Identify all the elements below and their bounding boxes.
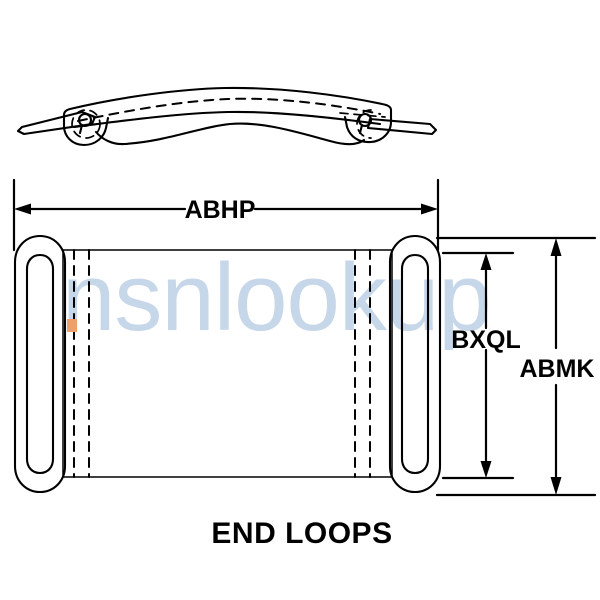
left-hidden-eyelet-circle	[71, 109, 101, 139]
profile-dashed-seam	[77, 97, 381, 122]
right-boss-dashed-detail	[339, 112, 386, 118]
left-strap-tail	[16, 110, 97, 136]
profile-underside-curve	[94, 122, 366, 146]
dimension-label-abhp: ABHP	[185, 196, 256, 224]
watermark-nsnlookup: nsnlookup	[62, 244, 491, 351]
accent-registration-tick	[67, 319, 77, 332]
dimension-label-bxql: BXQL	[451, 326, 520, 354]
dimension-label-abmk: ABMK	[520, 355, 595, 383]
front-view-group	[13, 234, 442, 494]
profile-top-edge	[62, 86, 393, 117]
abhp-right-arrowhead	[421, 203, 438, 215]
right-eyelet-housing	[343, 108, 393, 144]
abhp-left-arrowhead	[14, 203, 31, 215]
left-loop-outer	[13, 234, 67, 494]
dimension-abhp-group: ABHP	[12, 178, 440, 252]
right-loop-inner	[400, 253, 430, 475]
right-loop-outer	[388, 234, 442, 494]
profile-inner-edge	[72, 110, 382, 129]
left-loop-inner	[25, 253, 55, 475]
left-eyelet-housing	[62, 113, 110, 147]
abmk-top-arrowhead	[550, 238, 562, 256]
right-strap-tail	[366, 117, 438, 136]
profile-view-group	[16, 86, 438, 147]
figure-caption: END LOOPS	[211, 517, 392, 550]
right-eyelet-stem	[358, 123, 364, 135]
left-eyelet-stem	[78, 123, 84, 135]
dimension-abmk-group: ABMK	[435, 236, 597, 497]
bxql-bottom-arrowhead	[480, 461, 492, 478]
right-eyelet-hole	[357, 112, 373, 128]
abmk-bottom-arrowhead	[550, 477, 562, 495]
bxql-top-arrowhead	[480, 253, 492, 270]
dimension-bxql-group: BXQL	[441, 251, 521, 480]
